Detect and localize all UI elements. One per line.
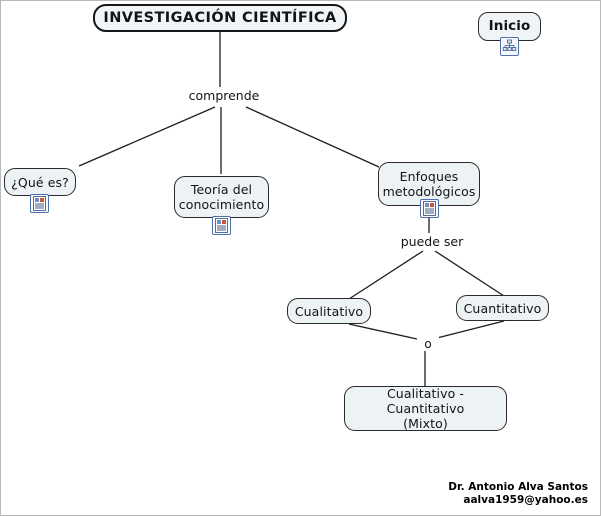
footer-email: aalva1959@yahoo.es (463, 494, 588, 506)
edge-comprende-enfoques (245, 106, 380, 168)
node-cualitativo-label: Cualitativo (294, 303, 364, 319)
edge-cualitativo-o (348, 323, 418, 340)
link-phrase-comprende: comprende (185, 89, 263, 103)
document-icon[interactable] (30, 194, 49, 213)
link-phrase-puede-ser: puede ser (393, 235, 471, 249)
node-que-es[interactable]: ¿Qué es? (4, 168, 76, 196)
node-teoria-del-conocimiento-label: Teoría del conocimiento (178, 182, 265, 212)
edge-cuantitativo-o (432, 320, 505, 340)
link-phrase-o: o (417, 337, 439, 351)
node-teoria-del-conocimiento[interactable]: Teoría del conocimiento (174, 176, 269, 218)
node-enfoques-metodologicos[interactable]: Enfoques metodológicos (378, 162, 480, 206)
node-que-es-label: ¿Qué es? (11, 174, 69, 190)
node-cualitativo-cuantitativo-mixto[interactable]: Cualitativo -Cuantitativo (Mixto) (344, 386, 507, 431)
node-cuantitativo-label: Cuantitativo (463, 300, 542, 316)
root-node-label: INVESTIGACIÓN CIENTÍFICA (103, 9, 337, 26)
node-cualitativo[interactable]: Cualitativo (287, 298, 371, 324)
node-cuantitativo[interactable]: Cuantitativo (456, 295, 549, 321)
concept-map-icon[interactable] (500, 37, 519, 56)
root-node-investigacion-cientifica[interactable]: INVESTIGACIÓN CIENTÍFICA (93, 4, 347, 32)
document-icon[interactable] (420, 199, 439, 218)
document-icon[interactable] (212, 216, 231, 235)
node-cualitativo-cuantitativo-mixto-label: Cualitativo -Cuantitativo (Mixto) (386, 386, 465, 431)
edge-comprende-quees (78, 106, 216, 167)
footer-author: Dr. Antonio Alva Santos (448, 481, 588, 493)
edge-puedeser-cualitativo (348, 250, 424, 300)
edge-puedeser-cuantitativo (434, 250, 505, 297)
home-button-label: Inicio (488, 18, 531, 34)
link-phrase-puede-ser-label: puede ser (400, 234, 464, 249)
link-phrase-o-label: o (424, 337, 432, 351)
node-enfoques-metodologicos-label: Enfoques metodológicos (382, 169, 476, 199)
home-button[interactable]: Inicio (478, 12, 541, 41)
link-phrase-comprende-label: comprende (188, 88, 260, 103)
footer-credits: Dr. Antonio Alva Santos aalva1959@yahoo.… (448, 481, 588, 507)
